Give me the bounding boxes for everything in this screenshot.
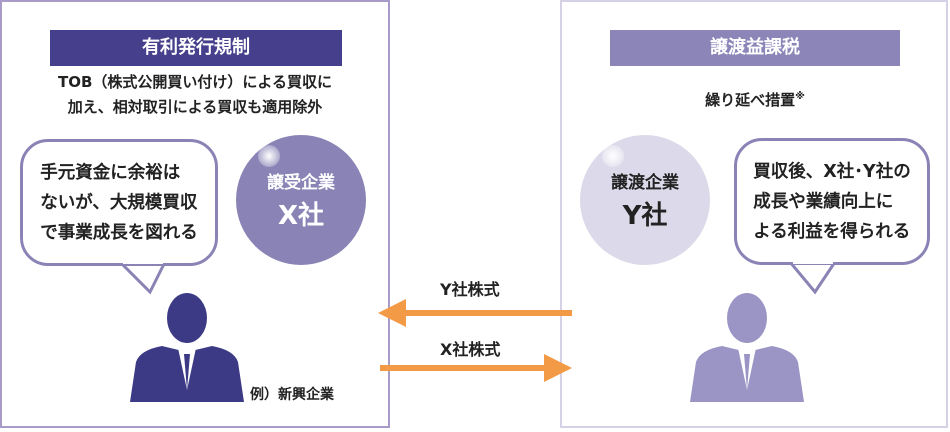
person-icon: [130, 293, 244, 402]
circle-role: 譲渡企業: [611, 173, 679, 193]
arrow-left-icon: [378, 299, 572, 327]
left-speech-bubble: 手元資金に余裕はないが、大規模買収で事業成長を図れる: [20, 139, 218, 266]
left-description: TOB（株式公開買い付け）による買収に 加え、相対取引による買収も適用除外: [20, 70, 370, 120]
x-shares-label: X社株式: [440, 340, 501, 359]
right-description: 繰り延べ措置※: [610, 84, 900, 113]
circle-name: Y社: [622, 201, 668, 231]
left-header: 有利発行規制: [50, 30, 342, 66]
y-shares-label: Y社株式: [440, 280, 500, 299]
left-panel: [0, 0, 390, 428]
note-mark: ※: [795, 91, 805, 102]
person-icon: [690, 293, 804, 402]
bubble-line: ないが、大規模買収: [40, 192, 198, 213]
circle-name: X社: [277, 201, 325, 231]
example-label: 例）新興企業: [250, 387, 334, 403]
highlight: [258, 145, 280, 167]
bubble-line: 成長や業績向上に: [753, 191, 894, 212]
arrow-right-icon: [380, 354, 572, 382]
desc-line: 加え、相対取引による買収も適用除外: [67, 98, 323, 116]
bubble-line: 手元資金に余裕は: [40, 162, 181, 183]
right-panel: [560, 0, 948, 428]
bubble-line: よる利益を得られる: [753, 221, 911, 242]
company-y-circle: 譲渡企業 Y社: [580, 135, 710, 265]
bubble-line: 買収後、X社･Y社の: [753, 161, 911, 182]
bubble-line: で事業成長を図れる: [40, 222, 198, 243]
deferral-text: 繰り延べ措置: [705, 91, 796, 109]
right-speech-bubble: 買収後、X社･Y社の成長や業績向上による利益を得られる: [734, 138, 930, 265]
desc-line: TOB（株式公開買い付け）による買収に: [58, 73, 332, 91]
company-x-circle: 譲受企業 X社: [236, 135, 366, 265]
right-header: 譲渡益課税: [610, 30, 900, 66]
arrows: [378, 299, 572, 382]
highlight: [602, 145, 624, 167]
circle-role: 譲受企業: [267, 173, 335, 193]
